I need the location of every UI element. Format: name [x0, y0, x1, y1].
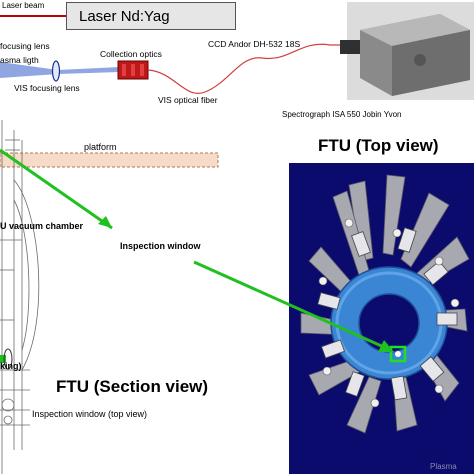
inspection-window-label: Inspection window — [120, 241, 201, 251]
inspection-window-marker — [389, 345, 407, 363]
inspection-window-top-label: Inspection window (top view) — [32, 409, 148, 419]
watermark-label: Plasma — [430, 462, 457, 471]
ftu-top-view-render — [300, 174, 470, 434]
platform-label: platform — [84, 142, 117, 152]
laser-box: Laser Nd:Yag — [66, 2, 236, 30]
collection-optics-label: Collection optics — [100, 49, 162, 59]
optical-setup-diagram — [0, 2, 474, 100]
section-view-drawing — [0, 120, 219, 474]
ftu-top-title: FTU (Top view) — [318, 136, 439, 155]
ccd-label: CCD Andor DH-532 18S — [208, 39, 301, 49]
ftu-section-title: FTU (Section view) — [56, 377, 209, 396]
plasma-light-label: asma ligth — [0, 55, 39, 65]
king-label: king) — [0, 361, 22, 371]
laser-beam-label: Laser beam — [2, 1, 45, 10]
vis-optical-fiber — [147, 43, 346, 95]
vis-fiber-label: VIS optical fiber — [158, 95, 218, 105]
spectrograph-label: Spectrograph ISA 550 Jobin Yvon — [282, 110, 402, 119]
vis-focusing-lens-label: VIS focusing lens — [14, 83, 80, 93]
focusing-lens-label: focusing lens — [0, 41, 50, 51]
vis-focusing-lens — [51, 60, 61, 82]
vacuum-chamber-label: U vacuum chamber — [0, 221, 84, 231]
inspection-arrow-section — [0, 148, 113, 230]
laser-label: Laser Nd:Yag — [79, 8, 170, 25]
platform-rect — [0, 152, 219, 168]
spectrograph-photo — [340, 2, 474, 100]
